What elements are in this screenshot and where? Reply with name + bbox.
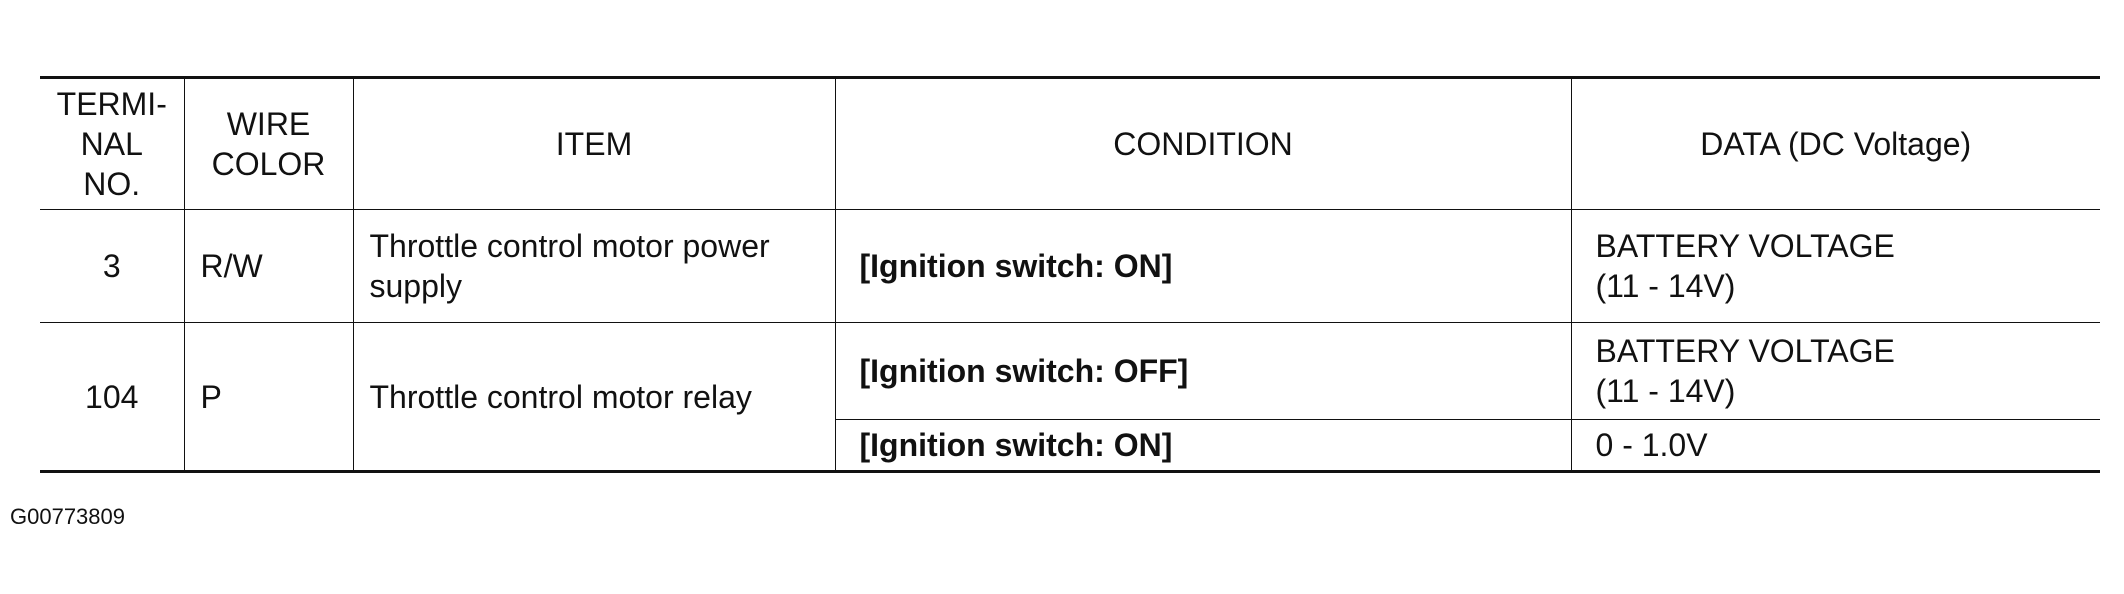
table-row: 3 R/W Throttle control motor power suppl… [40,209,2100,323]
header-terminal-no: TERMI- NAL NO. [40,77,185,210]
header-item: ITEM [352,77,836,210]
data-cell: 0 - 1.0V [1570,419,2100,472]
terminal-data-table-wrapper: TERMI- NAL NO. WIRE COLOR ITEM CONDITION… [40,76,2100,473]
item-cell: Throttle control motor power supply [352,209,836,323]
terminal-cell: 3 [40,209,185,323]
header-data: DATA (DC Voltage) [1570,77,2100,210]
table-row: [Ignition switch: ON] 0 - 1.0V [40,419,2100,472]
item-cell: Throttle control motor relay [352,322,836,472]
wire-color-cell: R/W [183,209,354,323]
figure-id: G00773809 [10,504,125,529]
table-row: 104 P Throttle control motor relay [Igni… [40,322,2100,472]
terminal-data-table: TERMI- NAL NO. WIRE COLOR ITEM CONDITION… [40,76,2100,473]
terminal-cell: 104 [40,322,185,472]
data-cell: BATTERY VOLTAGE (11 - 14V) [1570,209,2100,323]
wire-color-cell: P [183,322,354,472]
condition-cell: [Ignition switch: OFF] [834,322,1572,420]
table-header-row: TERMI- NAL NO. WIRE COLOR ITEM CONDITION… [40,77,2100,210]
condition-cell: [Ignition switch: ON] [834,209,1572,323]
header-wire-color: WIRE COLOR [183,77,354,210]
condition-cell: [Ignition switch: ON] [835,419,1572,472]
data-cell: BATTERY VOLTAGE (11 - 14V) [1570,322,2100,420]
header-condition: CONDITION [834,77,1572,210]
